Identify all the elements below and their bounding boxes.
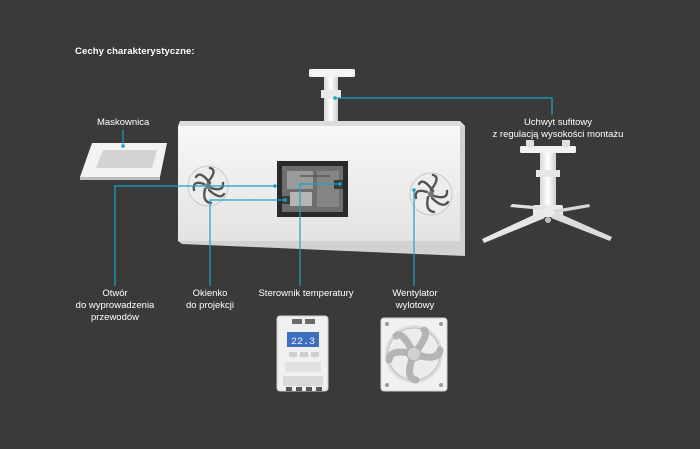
controller-display: 22.3 <box>291 337 315 348</box>
label-cable-opening: Otwór do wyprowadzenia przewodów <box>66 288 164 324</box>
label-exhaust-fan: Wentylator wylotowy <box>386 288 444 312</box>
leader-mount <box>335 97 553 115</box>
label-line: do wyprowadzenia <box>75 300 155 311</box>
label-line: Uchwyt sufitowy <box>523 117 593 128</box>
label-line: Okienko <box>192 288 228 299</box>
label-line: Sterownik temperatury <box>258 288 354 299</box>
label-line: Wentylator <box>392 288 438 299</box>
label-ceiling-mount: Uchwyt sufitowy z regulacją wysokości mo… <box>482 117 634 141</box>
exhaust-fan <box>380 317 448 392</box>
projection-window <box>277 161 348 217</box>
right-fan-grille <box>409 172 453 216</box>
label-mask: Maskownica <box>97 117 149 129</box>
ceiling-bracket <box>482 140 612 243</box>
label-projection-window: Okienko do projekcji <box>180 288 240 312</box>
leader-window <box>209 199 285 286</box>
leader-cable <box>114 185 275 286</box>
label-line: Otwór <box>102 288 128 299</box>
leader-controller <box>299 183 340 286</box>
label-temperature-controller: Sterownik temperatury <box>250 288 362 300</box>
label-line: wylotowy <box>395 300 435 311</box>
label-line: z regulacją wysokości montażu <box>492 129 624 140</box>
label-line: przewodów <box>90 312 140 323</box>
leader-lines <box>114 96 553 286</box>
temperature-controller: 22.3 <box>276 315 329 392</box>
label-mask-text: Maskownica <box>97 117 150 128</box>
housing-mount <box>309 69 355 121</box>
label-line: do projekcji <box>185 300 235 311</box>
mask-frame <box>80 143 167 180</box>
page-title: Cechy charakterystyczne: <box>75 46 195 57</box>
